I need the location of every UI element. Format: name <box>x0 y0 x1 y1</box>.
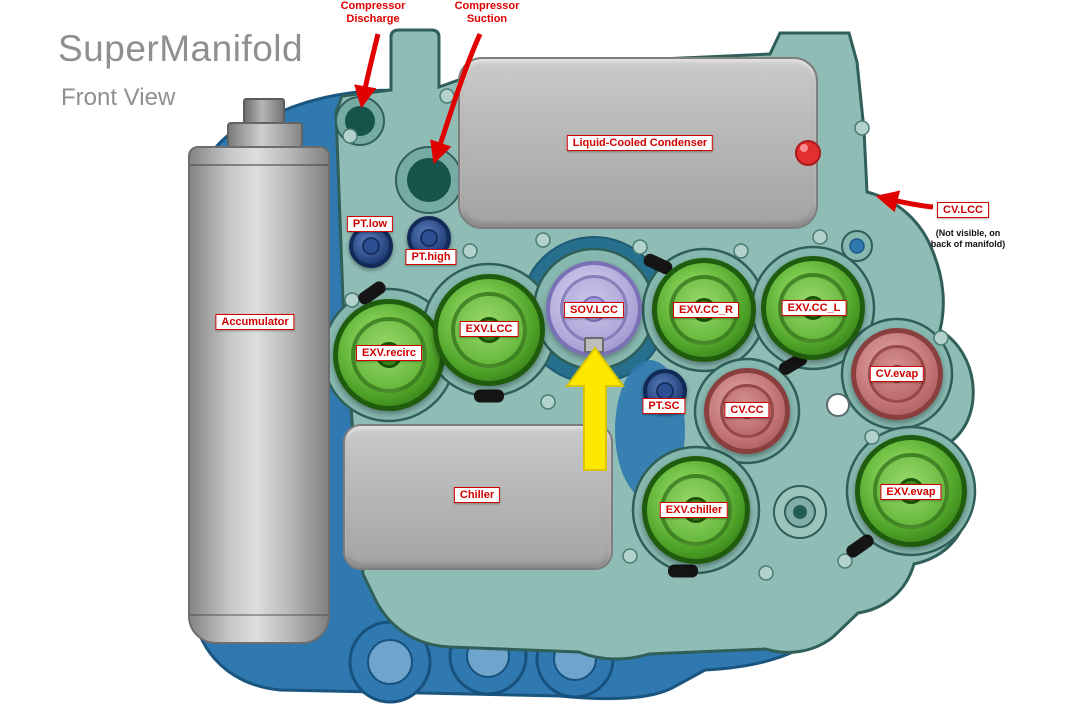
compressor-suction-arrow <box>430 32 483 165</box>
annotation-line: Compressor <box>340 0 406 12</box>
label-exv-recirc: EXV.recirc <box>355 345 423 361</box>
label-accumulator: Accumulator <box>215 314 295 330</box>
annotation-line: Suction <box>466 13 508 25</box>
label-exv-lcc: EXV.LCC <box>459 321 519 337</box>
label-pt-high: PT.high <box>405 249 457 265</box>
red-dot-marker <box>795 140 821 166</box>
white-hole <box>826 393 850 417</box>
page-title: SuperManifold <box>58 28 304 69</box>
label-cv-lcc: CV.LCC <box>937 202 989 218</box>
cv-lcc-arrow <box>875 190 934 213</box>
label-pt-low: PT.low <box>346 216 394 232</box>
note-line: back of manifold) <box>930 239 1006 249</box>
cv-lcc-note: (Not visible, on back of manifold) <box>931 228 1006 250</box>
label-chiller: Chiller <box>453 487 501 503</box>
label-exv-evap: EXV.evap <box>880 484 942 500</box>
label-exv-chiller: EXV.chiller <box>659 502 729 518</box>
page-subtitle: Front View <box>61 84 176 111</box>
port-cap <box>773 485 827 539</box>
compressor-discharge-annotation: Compressor Discharge <box>341 0 406 26</box>
label-exv-cc-r: EXV.CC_R <box>672 302 740 318</box>
mounting-slots <box>358 253 874 578</box>
note-line: (Not visible, on <box>935 228 1001 238</box>
compressor-suction-annotation: Compressor Suction <box>455 0 520 26</box>
annotation-line: Discharge <box>346 13 400 25</box>
label-cv-cc: CV.CC <box>724 402 770 418</box>
accumulator-bolt <box>243 98 285 124</box>
yellow-highlight-arrow <box>565 346 625 471</box>
label-exv-cc-l: EXV.CC_L <box>781 300 847 316</box>
annotation-line: Compressor <box>454 0 520 12</box>
label-pt-sc: PT.SC <box>642 398 686 414</box>
label-cv-evap: CV.evap <box>869 366 925 382</box>
label-sov-lcc: SOV.LCC <box>564 302 624 318</box>
side-tab-hole <box>841 230 873 262</box>
label-condenser: Liquid-Cooled Condenser <box>566 135 714 151</box>
accumulator-cylinder <box>188 146 330 644</box>
compressor-discharge-arrow <box>354 33 381 109</box>
